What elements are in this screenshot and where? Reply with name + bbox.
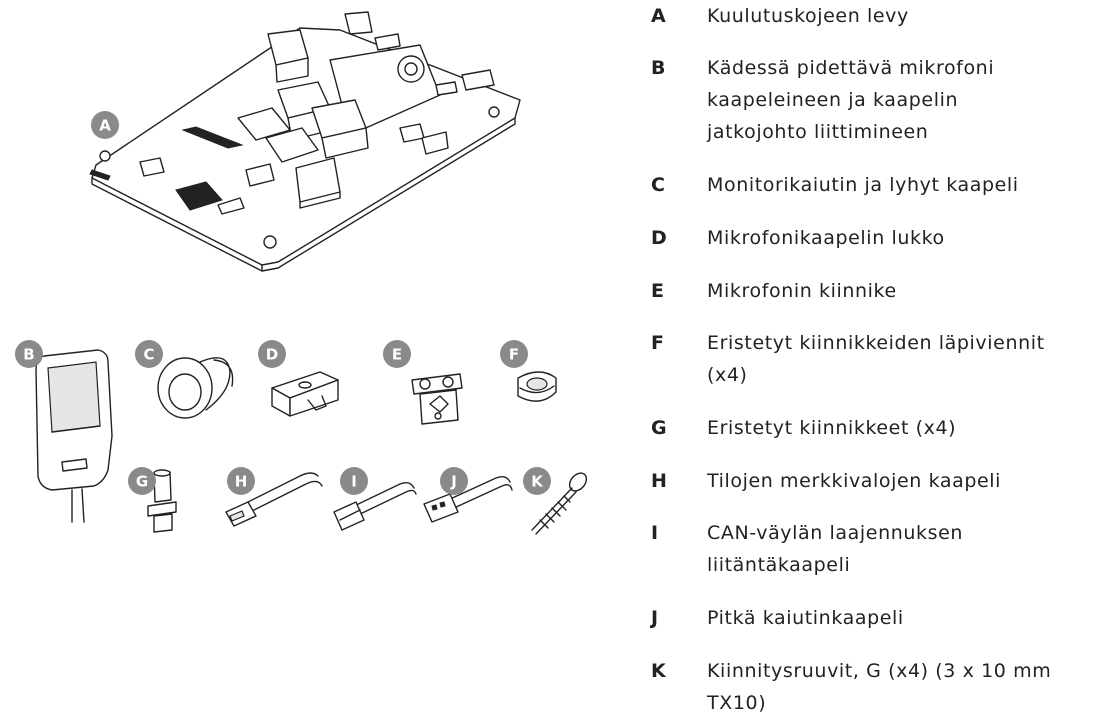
microphone-drawing (35, 349, 113, 523)
legend-line: (x4) (707, 364, 748, 386)
legend-line: Mikrofonin kiinnike (707, 280, 897, 302)
legend-key: A (651, 5, 666, 27)
callout-H: H (227, 467, 255, 495)
svg-text:J: J (450, 473, 457, 491)
legend-row-f: F Eristetyt kiinnikkeiden läpiviennit (x… (651, 327, 1045, 391)
callout-I: I (340, 467, 368, 495)
legend-line: Eristetyt kiinnikkeet (x4) (707, 417, 957, 439)
legend-key: H (651, 470, 667, 492)
legend-line: Kiinnitysruuvit, G (x4) (3 x 10 mm (707, 660, 1052, 682)
screw-drawing (531, 472, 588, 535)
legend-description: Kiinnitysruuvit, G (x4) (3 x 10 mm TX10) (707, 655, 1051, 719)
legend-description: Kuulutuskojeen levy (707, 0, 909, 32)
speaker-cable-drawing (423, 475, 513, 523)
legend-description: Kädessä pidettävä mikrofoni kaapeleineen… (707, 52, 994, 148)
cable-lock-drawing (271, 371, 339, 417)
legend-line: Eristetyt kiinnikkeiden läpiviennit (707, 332, 1045, 354)
callout-E: E (383, 340, 411, 368)
legend-row-e: E Mikrofonin kiinnike (651, 275, 897, 307)
legend-description: CAN-väylän laajennuksen liitäntäkaapeli (707, 517, 963, 581)
legend-description: Tilojen merkkivalojen kaapeli (707, 465, 1001, 497)
legend-line: Kädessä pidettävä mikrofoni (707, 57, 995, 79)
can-bus-cable-drawing (333, 481, 417, 531)
callout-A: A (91, 111, 119, 139)
legend-key: E (651, 280, 664, 302)
legend-line: Kuulutuskojeen levy (707, 5, 909, 27)
legend-row-h: H Tilojen merkkivalojen kaapeli (651, 465, 1001, 497)
legend-line: TX10) (707, 692, 767, 714)
microphone-holder-drawing (411, 373, 463, 425)
legend-key: K (651, 660, 666, 682)
svg-text:A: A (99, 117, 111, 135)
circuit-board-drawing (89, 11, 521, 272)
legend-row-i: I CAN-väylän laajennuksen liitäntäkaapel… (651, 517, 963, 581)
legend-row-a: A Kuulutuskojeen levy (651, 0, 909, 32)
legend-line: kaapeleineen ja kaapelin (707, 89, 959, 111)
legend-key: B (651, 57, 666, 79)
legend-description: Monitorikaiutin ja lyhyt kaapeli (707, 169, 1019, 201)
legend-description: Pitkä kaiutinkaapeli (707, 602, 904, 634)
grommet-drawing (517, 371, 557, 402)
svg-text:C: C (143, 346, 154, 364)
legend-line: liitäntäkaapeli (707, 554, 851, 576)
callout-B: B (15, 340, 43, 368)
legend-line: Tilojen merkkivalojen kaapeli (707, 470, 1002, 492)
legend-key: G (651, 417, 667, 439)
svg-text:K: K (531, 473, 544, 491)
legend-line: jatkojohto liittimineen (707, 121, 929, 143)
legend-line: Monitorikaiutin ja lyhyt kaapeli (707, 174, 1019, 196)
svg-text:G: G (136, 473, 148, 491)
callout-G: G (128, 467, 156, 495)
parts-illustration: A B C D E F G H I J K (15, 11, 588, 535)
callout-J: J (440, 467, 468, 495)
legend-line: CAN-väylän laajennuksen (707, 522, 964, 544)
svg-text:B: B (23, 346, 34, 364)
legend-key: I (651, 522, 659, 544)
callout-F: F (500, 340, 528, 368)
legend-description: Eristetyt kiinnikkeiden läpiviennit (x4) (707, 327, 1045, 391)
insulated-mount-drawing (147, 469, 177, 533)
legend-description: Mikrofonikaapelin lukko (707, 222, 945, 254)
legend-line: Mikrofonikaapelin lukko (707, 227, 945, 249)
legend-key: C (651, 174, 665, 196)
legend-row-c: C Monitorikaiutin ja lyhyt kaapeli (651, 169, 1019, 201)
svg-text:F: F (509, 346, 519, 364)
legend-key: J (651, 607, 659, 629)
callout-K: K (523, 467, 551, 495)
legend-row-b: B Kädessä pidettävä mikrofoni kaapeleine… (651, 52, 994, 148)
svg-text:H: H (235, 473, 248, 491)
legend-row-k: K Kiinnitysruuvit, G (x4) (3 x 10 mm TX1… (651, 655, 1051, 719)
legend-key: D (651, 227, 667, 249)
legend-description: Mikrofonin kiinnike (707, 275, 897, 307)
callout-D: D (258, 340, 286, 368)
svg-text:D: D (266, 346, 278, 364)
legend-description: Eristetyt kiinnikkeet (x4) (707, 412, 956, 444)
callout-C: C (135, 340, 163, 368)
legend-row-d: D Mikrofonikaapelin lukko (651, 222, 945, 254)
legend-line: Pitkä kaiutinkaapeli (707, 607, 904, 629)
speaker-drawing (157, 357, 234, 419)
legend-key: F (651, 332, 664, 354)
legend-row-j: J Pitkä kaiutinkaapeli (651, 602, 904, 634)
indicator-cable-drawing (225, 472, 323, 527)
svg-text:E: E (392, 346, 402, 364)
svg-text:I: I (351, 473, 357, 491)
legend-row-g: G Eristetyt kiinnikkeet (x4) (651, 412, 956, 444)
